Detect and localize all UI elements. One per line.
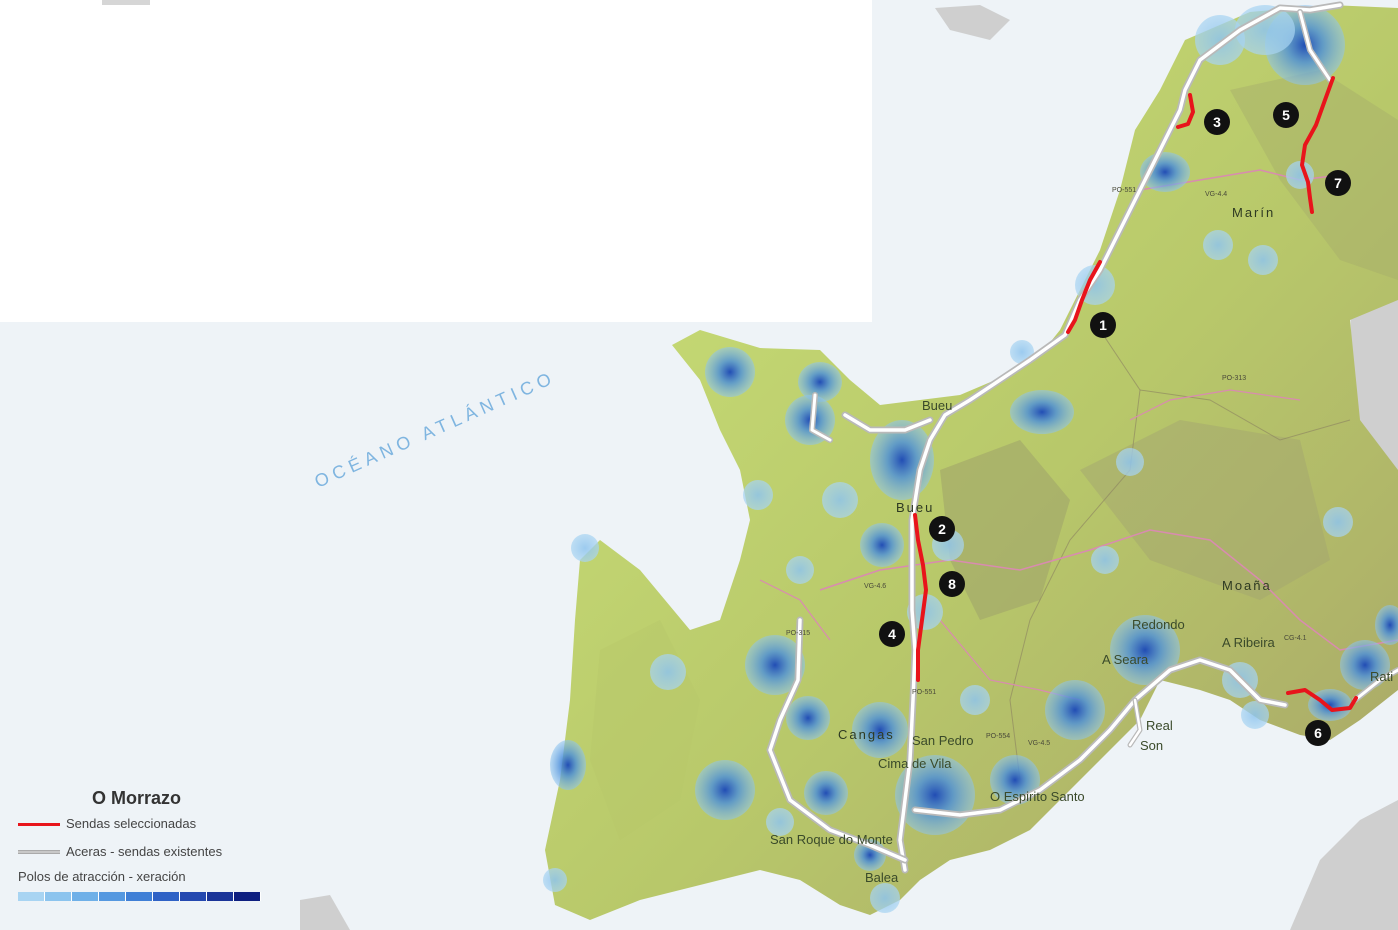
legend-existing-label: Aceras - sendas existentes [66, 844, 223, 859]
legend-ramp-step [72, 892, 99, 901]
legend-title: O Morrazo [92, 788, 182, 808]
selected-path-6 [1286, 688, 1358, 712]
map-legend: O Morrazo Sendas seleccionadas Aceras - … [12, 784, 274, 924]
marker-8[interactable]: 8 [939, 571, 965, 597]
svg-text:6: 6 [1314, 725, 1322, 741]
selected-path-3 [1176, 93, 1195, 129]
selected-path-5-7 [1300, 76, 1335, 214]
place-bueu: Bueu [896, 500, 934, 515]
svg-text:5: 5 [1282, 107, 1290, 123]
north-island [935, 5, 1010, 40]
blank-inset [0, 0, 872, 322]
svg-text:4: 4 [888, 626, 896, 642]
existing-paths [766, 1, 1398, 874]
svg-text:7: 7 [1334, 175, 1342, 191]
selected-path-1 [1066, 260, 1102, 334]
legend-ramp-step [207, 892, 234, 901]
svg-text:2: 2 [938, 521, 946, 537]
road-label-po313: PO-313 [1222, 375, 1246, 382]
place-san-pedro: San Pedro [912, 733, 973, 748]
place-balea: Balea [865, 870, 899, 885]
selected-path-2-8-4 [913, 513, 928, 682]
place-redondo: Redondo [1132, 617, 1185, 632]
selected-paths [913, 76, 1358, 712]
place-san-roque-do-monte: San Roque do Monte [770, 832, 893, 847]
place-bueu-top: Bueu [922, 398, 952, 413]
legend-attraction-label: Polos de atracción - xeración [18, 869, 186, 884]
place-a-seara: A Seara [1102, 652, 1149, 667]
place-o-espirito-santo: O Espirito Santo [990, 789, 1085, 804]
legend-ramp-step [234, 892, 261, 901]
place-moana: Moaña [1222, 578, 1272, 593]
marker-7[interactable]: 7 [1325, 170, 1351, 196]
legend-ramp-step [99, 892, 126, 901]
marker-5[interactable]: 5 [1273, 102, 1299, 128]
svg-text:3: 3 [1213, 114, 1221, 130]
marker-6[interactable]: 6 [1305, 720, 1331, 746]
road-label-po554: PO-554 [986, 733, 1010, 740]
legend-selected-label: Sendas seleccionadas [66, 816, 197, 831]
boundary-line-2 [1139, 389, 1351, 441]
legend-ramp-step [45, 892, 72, 901]
place-rati: Rati [1370, 669, 1393, 684]
legend-ramp-step [18, 892, 45, 901]
road-pink-2 [819, 529, 1398, 651]
marker-4[interactable]: 4 [879, 621, 905, 647]
svg-text:8: 8 [948, 576, 956, 592]
road-label-po551-a: PO-551 [1112, 187, 1136, 194]
legend-existing-swatch [18, 850, 60, 854]
place-marin: Marín [1232, 205, 1275, 220]
road-label-po315: PO-315 [786, 630, 810, 637]
route-markers: 1 2 3 4 5 6 7 8 [879, 102, 1351, 746]
place-son: Son [1140, 738, 1163, 753]
legend-selected-swatch [18, 823, 60, 826]
legend-ramp-step [126, 892, 153, 901]
place-cangas: Cangas [838, 727, 895, 742]
marker-1[interactable]: 1 [1090, 312, 1116, 338]
place-a-ribeira: A Ribeira [1222, 635, 1276, 650]
svg-text:1: 1 [1099, 317, 1107, 333]
road-label-vg44: VG-4.4 [1205, 191, 1227, 198]
legend-ramp-step [153, 892, 180, 901]
road-pink-3 [1129, 389, 1301, 421]
terrain-ridge-1 [940, 440, 1070, 620]
legend-ramp-step [180, 892, 207, 901]
marker-3[interactable]: 3 [1204, 109, 1230, 135]
legend-attraction-ramp [18, 892, 261, 901]
road-label-vg46: VG-4.6 [864, 583, 886, 590]
place-cima-de-vila: Cima de Vila [878, 756, 952, 771]
place-real: Real [1146, 718, 1173, 733]
road-label-cg41: CG-4.1 [1284, 635, 1307, 642]
road-pink-5 [759, 579, 831, 641]
marker-2[interactable]: 2 [929, 516, 955, 542]
road-label-po551-b: PO-551 [912, 689, 936, 696]
east-coast-south [1290, 800, 1398, 930]
top-tab [102, 0, 150, 5]
south-rock [300, 895, 350, 930]
road-label-vg45: VG-4.5 [1028, 740, 1050, 747]
